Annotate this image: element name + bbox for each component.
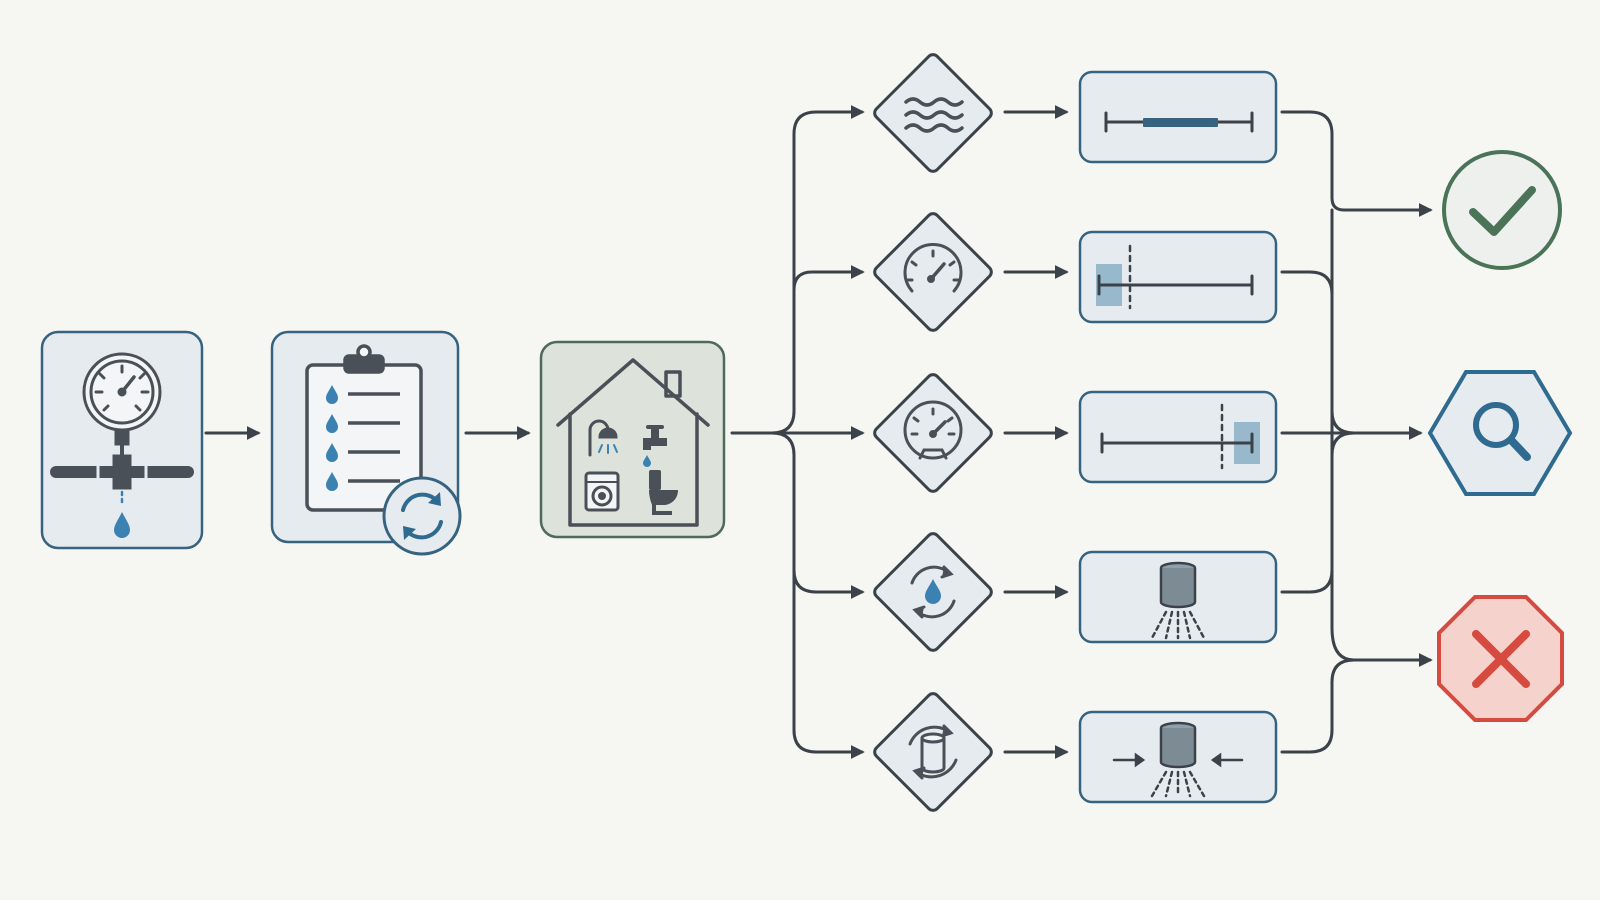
range-marker-high-icon (1100, 403, 1260, 470)
magnifier-icon (1473, 402, 1531, 461)
house-fixtures-icon (556, 358, 710, 527)
outcome-fail[interactable] (1437, 595, 1564, 722)
branch-to-check-5 (792, 568, 865, 759)
x-icon (1472, 630, 1530, 688)
water-waves-icon (904, 97, 964, 133)
washing-machine-icon (584, 471, 620, 512)
branch-to-check-4 (770, 431, 865, 599)
range-marker-low-icon (1096, 244, 1254, 310)
nozzle-spray-icon (1150, 561, 1206, 640)
result-flow[interactable] (1078, 70, 1278, 164)
nozzle-compress-icon (1112, 721, 1244, 798)
water-drop-icon (114, 512, 130, 538)
outcome-investigate[interactable] (1427, 370, 1573, 496)
gauge-high-icon (903, 400, 963, 460)
toilet-icon (649, 470, 678, 515)
check-high-pressure[interactable] (872, 372, 994, 494)
branch-to-check-1 (770, 105, 865, 435)
result-cycle[interactable] (1078, 550, 1278, 644)
check-flow[interactable] (872, 52, 994, 174)
merge-result1 (1280, 110, 1433, 217)
merge-result5 (1280, 658, 1356, 754)
shower-icon (588, 419, 618, 457)
merge-result4 (1280, 431, 1356, 594)
branch-to-check-2 (792, 265, 865, 292)
merge-result2 (1280, 270, 1356, 435)
gauge-low-icon (903, 242, 963, 293)
checklist-drop-icons (326, 385, 338, 491)
check-low-pressure[interactable] (872, 211, 994, 333)
check-icon (1469, 186, 1536, 236)
outcome-pass[interactable] (1442, 150, 1562, 270)
check-tank[interactable] (872, 691, 994, 813)
water-drop-icon (925, 579, 941, 604)
refresh-icon (382, 476, 462, 556)
result-high-pressure[interactable] (1078, 390, 1278, 484)
connectors (204, 105, 1433, 759)
check-cycle[interactable] (872, 531, 994, 653)
faucet-icon (643, 425, 667, 467)
water-cycle-icon (910, 565, 956, 619)
result-tank[interactable] (1078, 710, 1278, 804)
result-boxes (1078, 70, 1278, 804)
stage-checklist-reset[interactable] (270, 330, 462, 556)
stage-meter-test[interactable] (40, 330, 204, 550)
stage-household-fixtures[interactable] (539, 340, 726, 539)
pressure-gauge-leak-icon (50, 352, 194, 508)
result-low-pressure[interactable] (1078, 230, 1278, 324)
range-bar-center-icon (1104, 111, 1254, 133)
tank-rotate-icon (908, 724, 958, 780)
check-diamonds (872, 52, 994, 813)
outcomes (1427, 150, 1573, 722)
